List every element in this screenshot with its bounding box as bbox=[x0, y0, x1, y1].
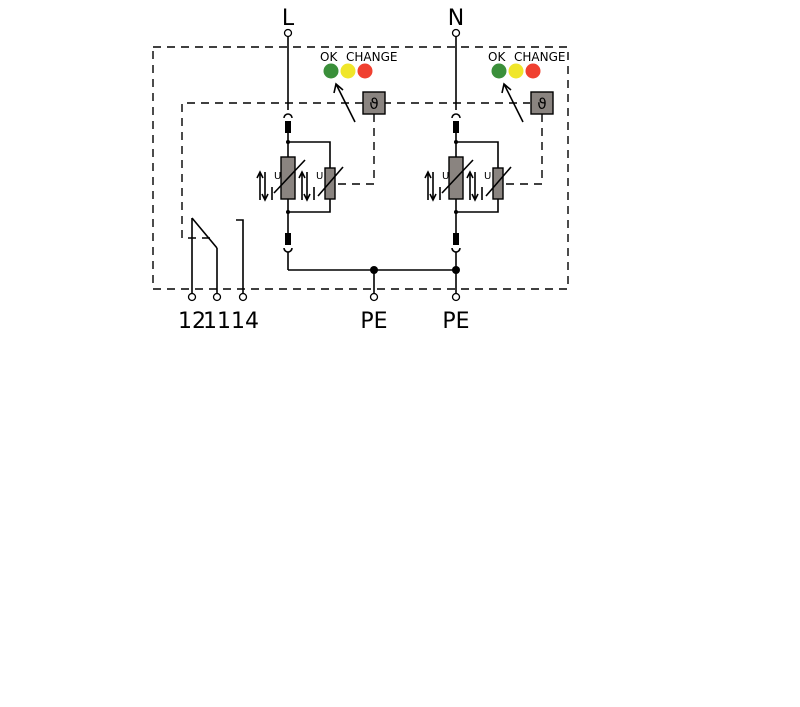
arrow-up-icon bbox=[466, 170, 474, 200]
label-l: L bbox=[282, 6, 295, 31]
terminal-14 bbox=[238, 292, 248, 302]
fuse-element bbox=[285, 233, 291, 245]
varistor-label: U bbox=[316, 171, 323, 182]
varistor-secondary bbox=[492, 167, 504, 200]
terminal-12 bbox=[187, 292, 197, 302]
arrow-up-icon bbox=[256, 170, 264, 200]
thermal-sensor-box bbox=[362, 91, 386, 115]
thermal-symbol: ϑ bbox=[369, 95, 378, 113]
led-yellow bbox=[508, 63, 524, 79]
change-label: CHANGE bbox=[346, 50, 397, 64]
fuse-element bbox=[453, 233, 459, 245]
varistor-label: U bbox=[484, 171, 491, 182]
arrow-up-icon bbox=[298, 170, 306, 200]
arrow-up-icon bbox=[424, 170, 432, 200]
varistor-secondary bbox=[324, 167, 336, 200]
disconnector-arc-top bbox=[283, 113, 293, 119]
label-11: 11 bbox=[203, 309, 231, 334]
thermal-link-dash bbox=[335, 114, 375, 185]
ok-label: OK bbox=[488, 50, 506, 64]
label-12: 12 bbox=[178, 309, 206, 334]
led-red bbox=[525, 63, 541, 79]
varistor-slash bbox=[485, 166, 512, 197]
thermal-sensor-box bbox=[530, 91, 554, 115]
branch-wire bbox=[456, 199, 499, 213]
thermal-link-line bbox=[181, 102, 530, 239]
led-green bbox=[491, 63, 507, 79]
fuse-element bbox=[285, 121, 291, 133]
arrow-down-icon bbox=[261, 172, 269, 202]
label-14: 14 bbox=[231, 309, 259, 334]
branch-wire bbox=[456, 141, 499, 168]
pole-n: U Uϑ OK CHANGE bbox=[424, 28, 565, 270]
led-green bbox=[323, 63, 339, 79]
thermal-symbol: ϑ bbox=[537, 95, 546, 113]
varistor-label: U bbox=[442, 171, 449, 182]
varistor-slash bbox=[273, 159, 306, 194]
disconnector-arc-top bbox=[451, 113, 461, 119]
housing-outline bbox=[152, 46, 569, 290]
change-label: CHANGE bbox=[514, 50, 565, 64]
disconnector-arc-bottom bbox=[283, 247, 293, 253]
branch-wire bbox=[288, 199, 331, 213]
remote-signal-contact bbox=[187, 217, 248, 302]
thermal-link-dash bbox=[503, 114, 543, 185]
pe-label-left: PE bbox=[360, 309, 387, 334]
branch-wire bbox=[288, 141, 331, 168]
led-red bbox=[357, 63, 373, 79]
arrow-down-icon bbox=[429, 172, 437, 202]
pe-label-right: PE bbox=[442, 309, 469, 334]
pole-l: U Uϑ OK CHANGE bbox=[256, 28, 397, 270]
label-n: N bbox=[448, 6, 464, 31]
fuse-element bbox=[453, 121, 459, 133]
led-yellow bbox=[340, 63, 356, 79]
junction-dot bbox=[286, 210, 290, 214]
varistor-label: U bbox=[274, 171, 281, 182]
varistor-slash bbox=[317, 166, 344, 197]
ok-label: OK bbox=[320, 50, 338, 64]
disconnector-arc-bottom bbox=[451, 247, 461, 253]
terminal-11 bbox=[212, 292, 222, 302]
pe-terminal-left bbox=[369, 292, 379, 302]
arrow-down-icon bbox=[471, 172, 479, 202]
junction-dot bbox=[454, 210, 458, 214]
indicator-arrow bbox=[333, 82, 356, 123]
arrow-down-icon bbox=[303, 172, 311, 202]
varistor-slash bbox=[441, 159, 474, 194]
pe-terminal-right bbox=[451, 292, 461, 302]
indicator-arrow bbox=[501, 82, 524, 123]
